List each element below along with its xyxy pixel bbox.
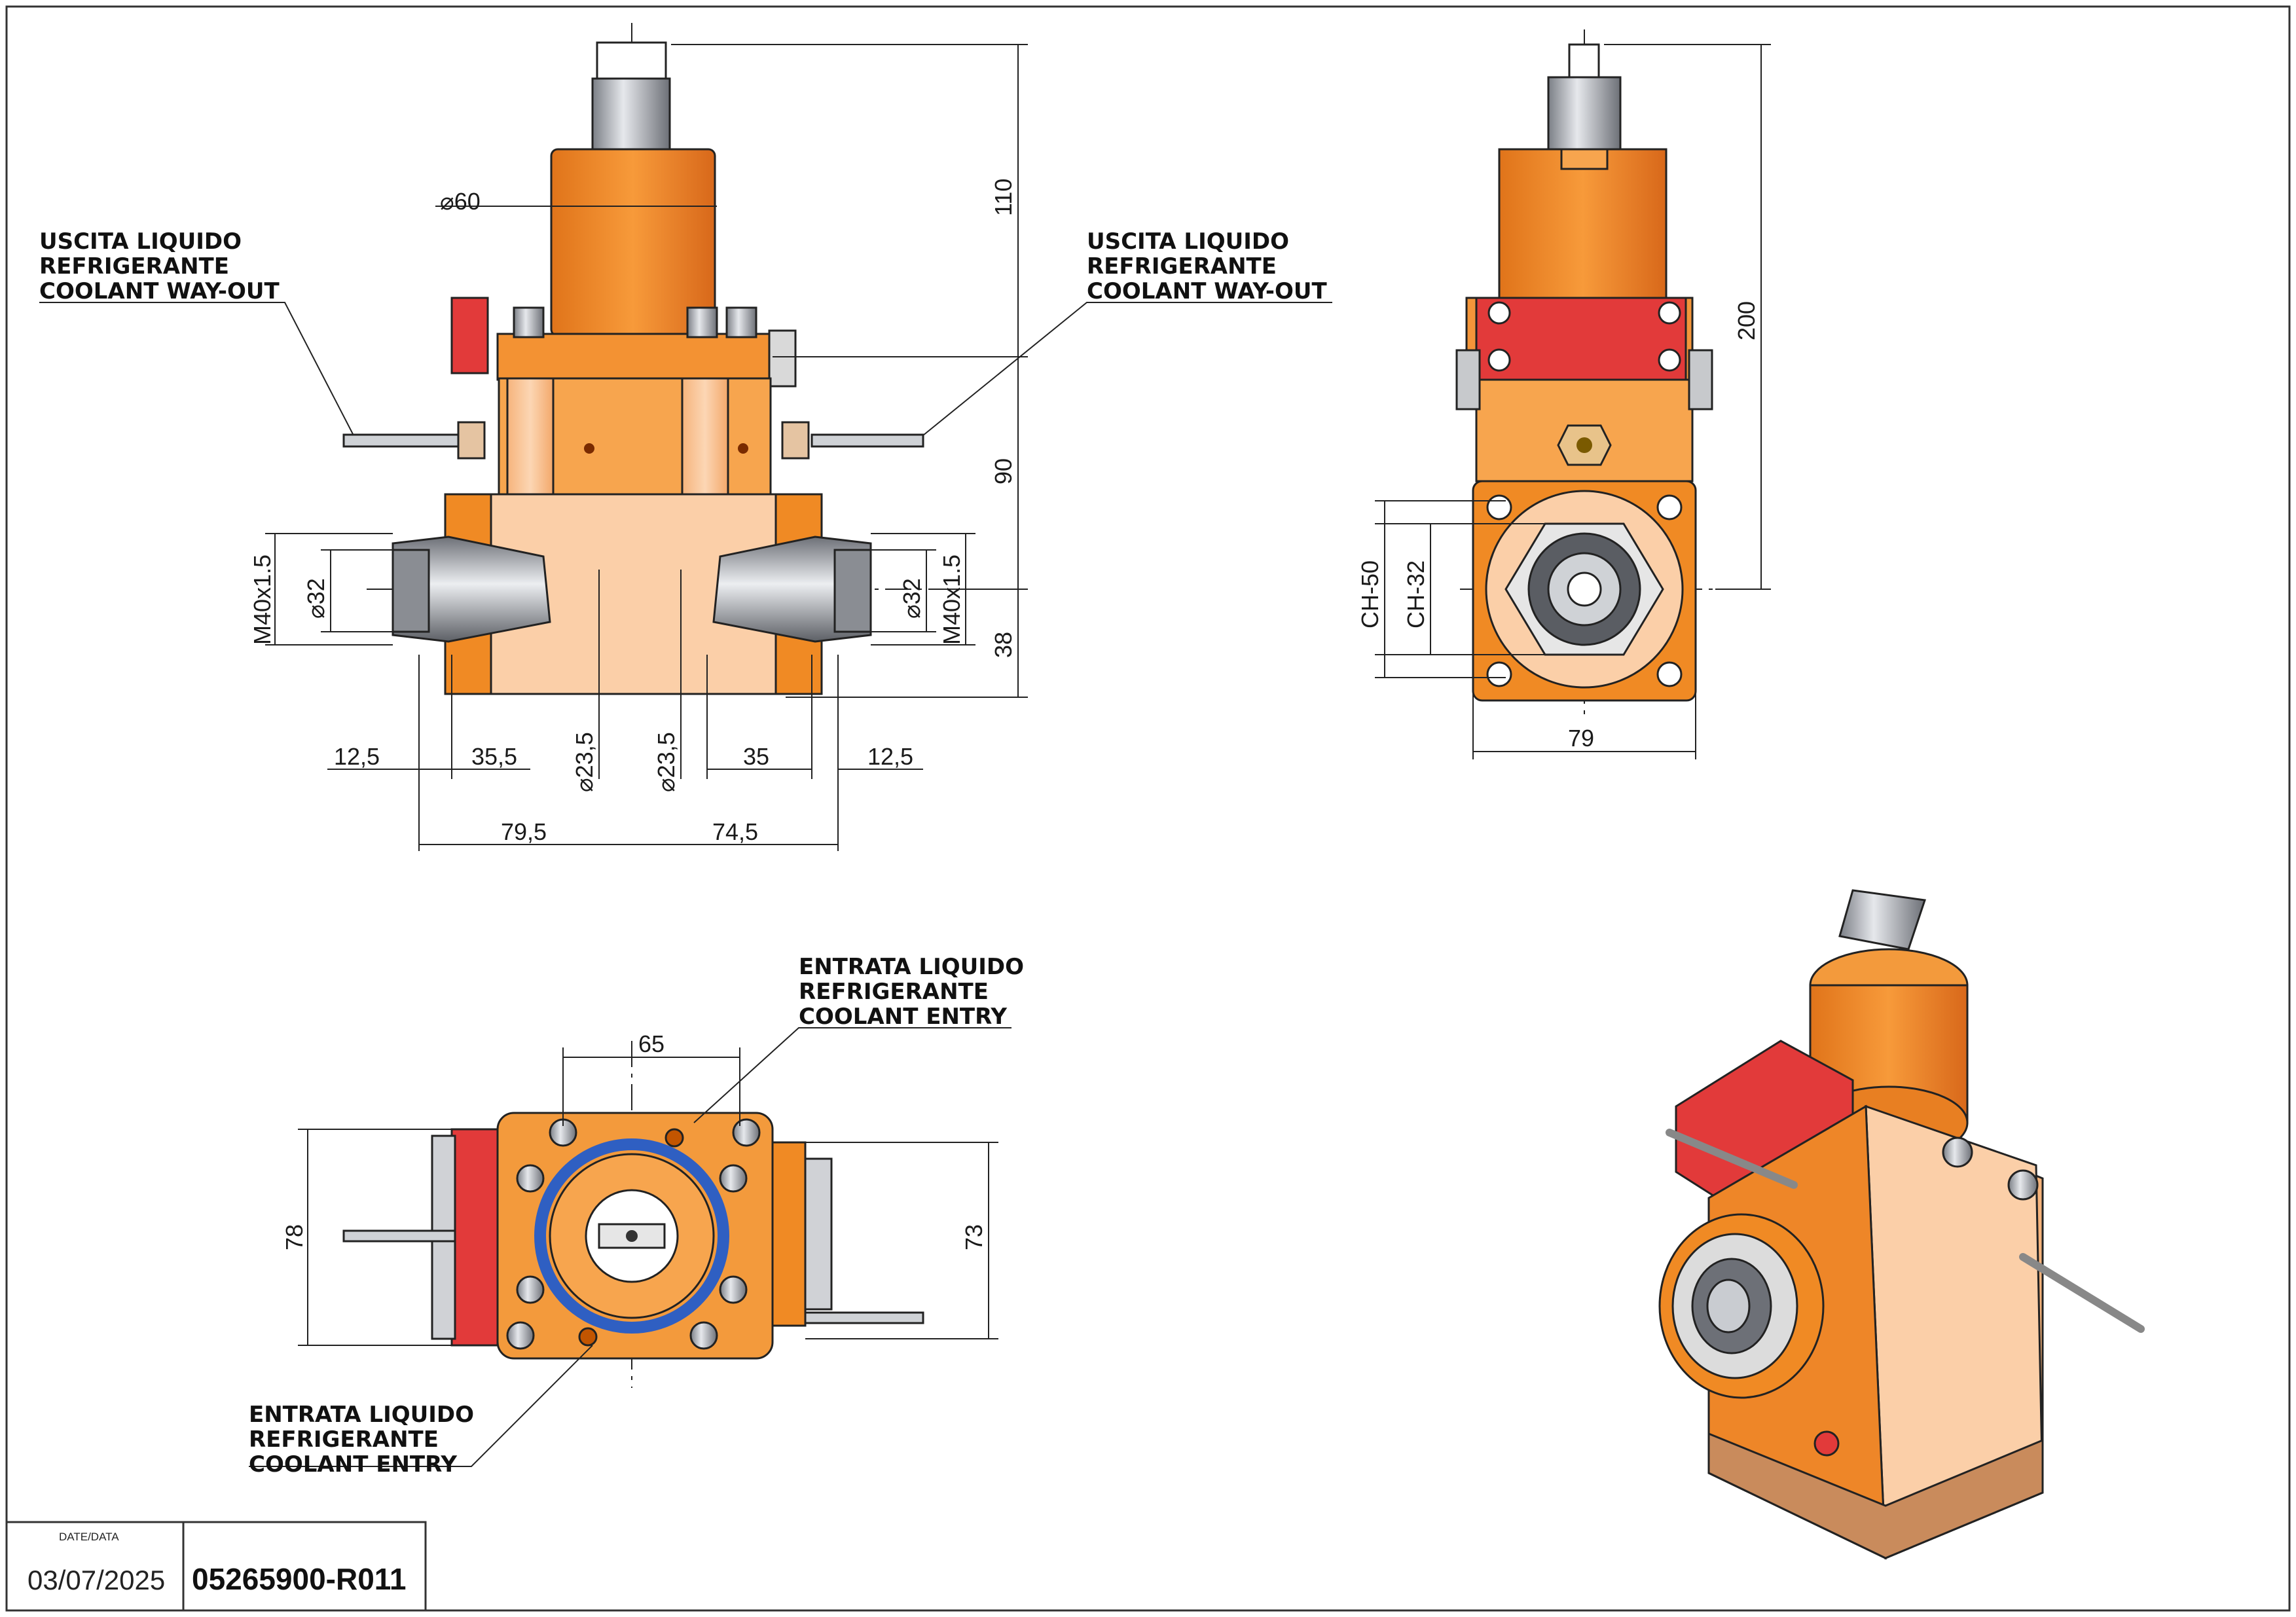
isometric-render	[1658, 889, 2145, 1560]
dim-90: 90	[990, 458, 1017, 484]
callout-coolant-out-right: USCITA LIQUIDO REFRIGERANTE COOLANT WAY-…	[1087, 228, 1328, 304]
dim-m40-left: M40x1.5	[249, 554, 276, 645]
dim-35: 35	[743, 743, 769, 770]
dim-d32-right: ⌀32	[898, 578, 925, 619]
dim-65: 65	[638, 1030, 665, 1057]
callout-coolant-out-left: USCITA LIQUIDO REFRIGERANTE COOLANT WAY-…	[39, 228, 280, 304]
dim-79: 79	[1568, 725, 1594, 752]
dim-ch50: CH-50	[1357, 560, 1383, 628]
callout-coolant-entry-bottom: ENTRATA LIQUIDO REFRIGERANTE COOLANT ENT…	[249, 1402, 482, 1478]
date-label: DATE/DATA	[59, 1531, 119, 1543]
dim-78: 78	[281, 1224, 308, 1250]
dim-110: 110	[990, 179, 1017, 216]
side-view: 200 CH-50 CH-32 79	[1357, 29, 1771, 759]
sheet-border	[5, 5, 2291, 1612]
dim-12-5-left: 12,5	[334, 743, 380, 770]
front-view: ⌀60 110 90 38 M40x1.5 ⌀32 ⌀32 M40x1.5 ⌀2…	[39, 23, 1332, 851]
dim-74-5: 74,5	[712, 818, 758, 845]
dim-35-5: 35,5	[471, 743, 517, 770]
dim-m40-right: M40x1.5	[938, 554, 965, 645]
dim-200: 200	[1733, 301, 1760, 340]
dim-12-5-right: 12,5	[867, 743, 913, 770]
date-value: 03/07/2025	[27, 1565, 165, 1595]
dim-73: 73	[960, 1224, 987, 1250]
top-view: 65 78 73 ENTRATA LIQUIDO REFRIGERANTE CO…	[249, 954, 1032, 1478]
callout-coolant-entry-top: ENTRATA LIQUIDO REFRIGERANTE COOLANT ENT…	[799, 954, 1032, 1030]
dim-dia-60: ⌀60	[440, 188, 481, 215]
drawing-code: 05265900-R011	[192, 1562, 406, 1596]
dim-d23-left: ⌀23,5	[571, 732, 598, 792]
dim-d32-left: ⌀32	[302, 578, 329, 619]
title-block: DATE/DATA 03/07/2025 05265900-R011	[5, 1521, 427, 1612]
dim-d23-right: ⌀23,5	[653, 732, 680, 792]
dim-79-5: 79,5	[501, 818, 547, 845]
dim-38: 38	[990, 632, 1017, 658]
dim-ch32: CH-32	[1402, 560, 1429, 628]
